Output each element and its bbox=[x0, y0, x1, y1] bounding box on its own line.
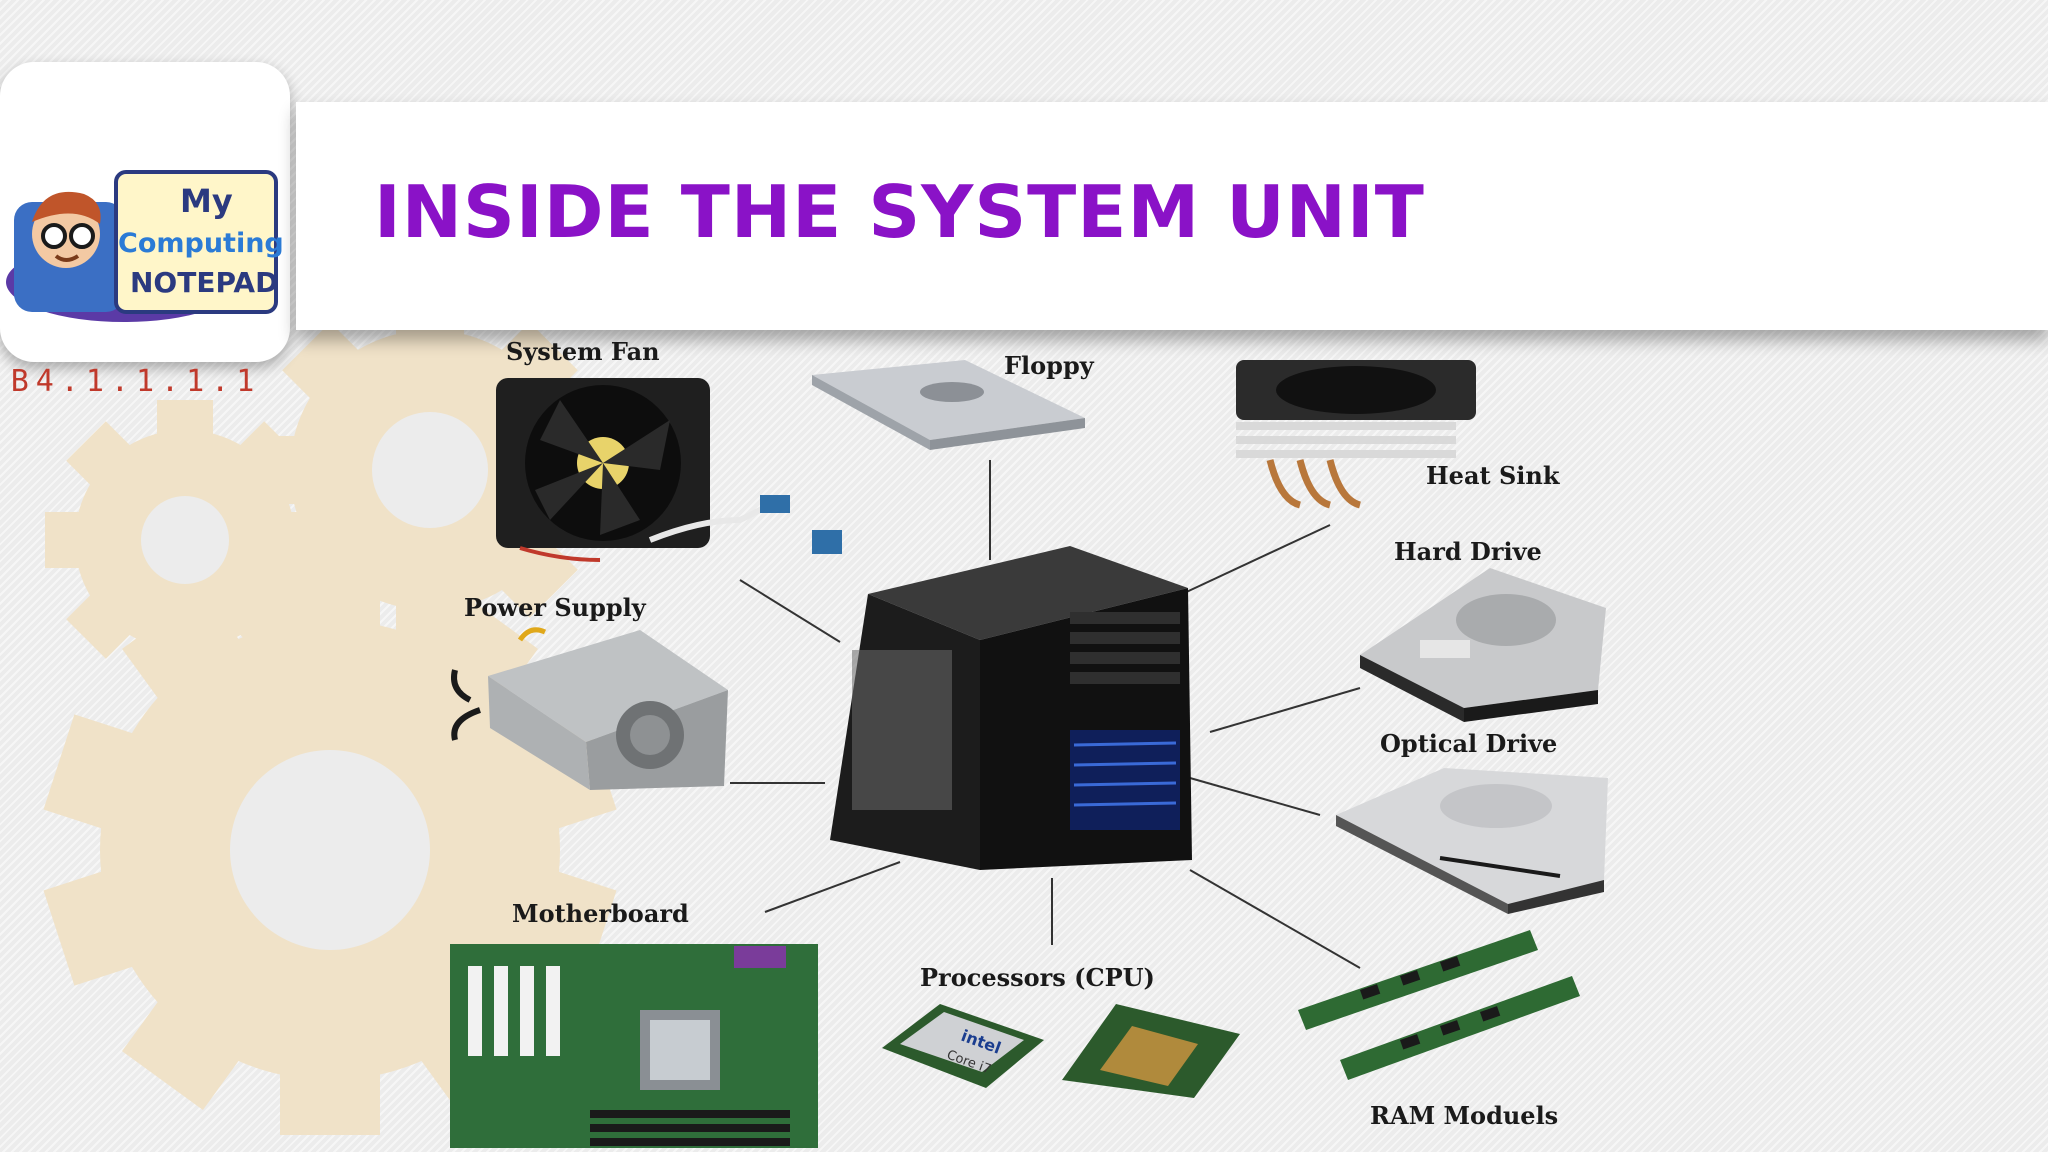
label-processors: Processors (CPU) bbox=[920, 963, 1155, 992]
label-heat-sink: Heat Sink bbox=[1426, 461, 1561, 490]
computer-tower-image bbox=[830, 546, 1192, 870]
motherboard-image bbox=[450, 944, 818, 1148]
logo-text-computing: Computing bbox=[118, 228, 284, 259]
label-hard-drive: Hard Drive bbox=[1394, 537, 1542, 566]
logo-card: My Computing NOTEPAD B4.1.1.1.1 bbox=[0, 62, 290, 399]
label-floppy: Floppy bbox=[1004, 351, 1095, 380]
label-system-fan: System Fan bbox=[506, 337, 660, 366]
lesson-code: B4.1.1.1.1 bbox=[10, 364, 262, 399]
title-bar bbox=[296, 102, 2048, 330]
hard-drive-image bbox=[1360, 568, 1606, 722]
label-power-supply: Power Supply bbox=[464, 593, 647, 622]
power-supply-image bbox=[451, 627, 728, 790]
optical-drive-image bbox=[1336, 768, 1608, 914]
cpu-images: intel Core i7 bbox=[882, 1004, 1240, 1098]
label-optical-drive: Optical Drive bbox=[1380, 729, 1557, 758]
label-ram-modules: RAM Moduels bbox=[1370, 1101, 1558, 1130]
logo-text-my: My bbox=[180, 182, 233, 220]
floppy-drive-image bbox=[812, 360, 1085, 450]
page-title: INSIDE THE SYSTEM UNIT bbox=[374, 170, 1425, 254]
heat-sink-image bbox=[1236, 360, 1476, 509]
label-motherboard: Motherboard bbox=[512, 899, 689, 928]
logo-text-notepad: NOTEPAD bbox=[130, 266, 278, 299]
connector-lines bbox=[730, 460, 1361, 969]
system-fan-image bbox=[496, 378, 842, 562]
my-computing-notepad-logo: My Computing NOTEPAD bbox=[6, 170, 284, 322]
ram-modules-image bbox=[1298, 930, 1580, 1080]
